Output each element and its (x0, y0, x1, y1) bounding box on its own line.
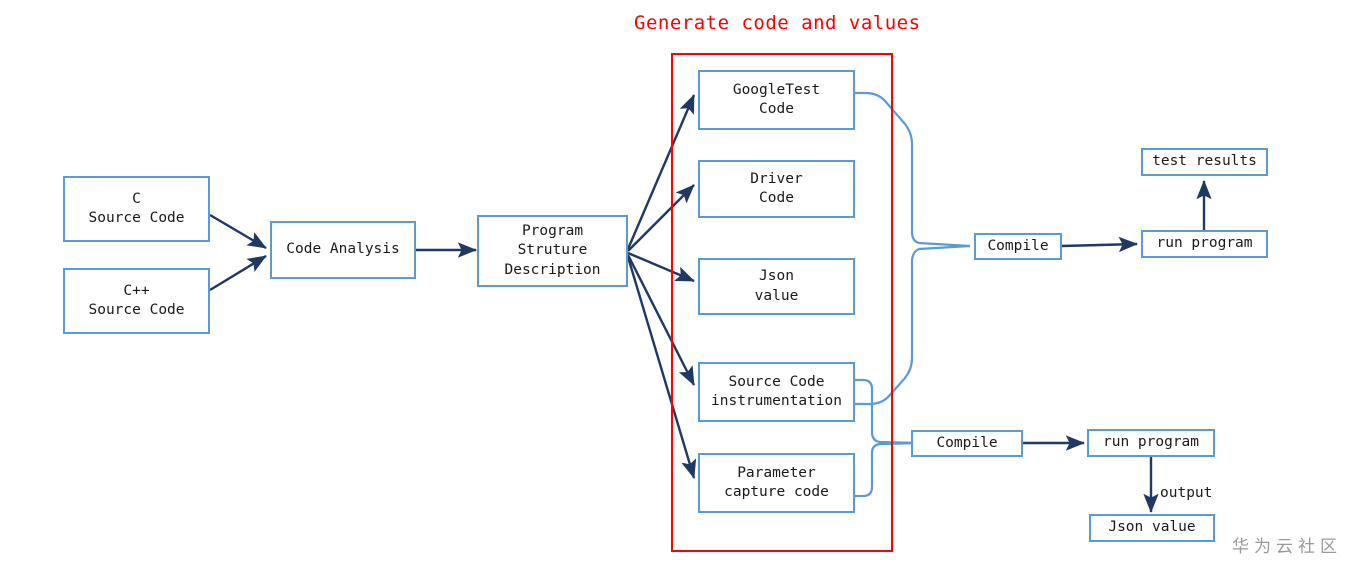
node-program-structure-description[interactable]: Program Struture Description (477, 215, 628, 287)
node-cpp-source-code[interactable]: C++ Source Code (63, 268, 210, 334)
node-json-value-output[interactable]: Json value (1089, 514, 1215, 542)
node-source-code-instrumentation[interactable]: Source Code instrumentation (698, 362, 855, 422)
diagram-title: Generate code and values (634, 12, 921, 34)
node-googletest-code[interactable]: GoogleTest Code (698, 70, 855, 130)
node-code-analysis[interactable]: Code Analysis (270, 221, 416, 279)
node-test-results[interactable]: test results (1141, 148, 1268, 176)
node-parameter-capture-code[interactable]: Parameter capture code (698, 453, 855, 513)
watermark: 华为云社区 (1232, 537, 1342, 557)
node-c-source-code[interactable]: C Source Code (63, 176, 210, 242)
node-driver-code[interactable]: Driver Code (698, 160, 855, 218)
node-run-program-bottom[interactable]: run program (1087, 429, 1215, 457)
node-run-program-top[interactable]: run program (1141, 230, 1268, 258)
node-compile-top[interactable]: Compile (974, 233, 1062, 260)
node-json-value-generated[interactable]: Json value (698, 258, 855, 315)
edge-label-output: output (1160, 485, 1213, 501)
node-compile-bottom[interactable]: Compile (911, 430, 1023, 457)
